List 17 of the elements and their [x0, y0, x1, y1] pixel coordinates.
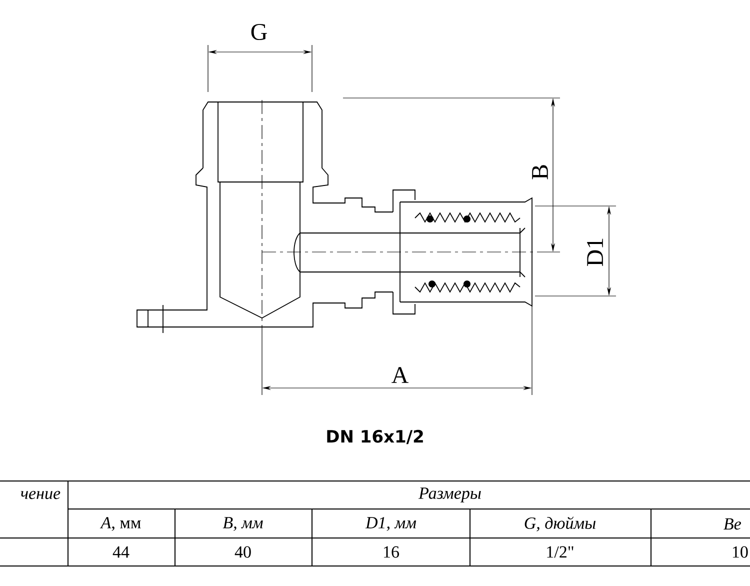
table-header-cell: Размеры: [418, 488, 481, 502]
size-label: DN 16x1/2: [327, 430, 423, 444]
table-header-cell: B, мм: [222, 517, 263, 531]
table-header-cell: чение: [20, 490, 60, 500]
dimension-label: A: [392, 367, 408, 383]
table-cell: 10: [732, 546, 748, 558]
table-cell: A, мм: [100, 517, 141, 531]
table-cell: 1/2": [547, 546, 574, 558]
table-header-cell: D1, мм: [365, 517, 416, 531]
dimension-label: G: [251, 24, 267, 40]
table-header-cell: Ве: [724, 518, 741, 530]
table-cell: 44: [112, 546, 130, 558]
table-header-cell: G, дюймы: [524, 516, 596, 532]
dimension-label: B: [532, 165, 548, 180]
table-cell: 16: [384, 546, 399, 558]
table-cell: 40: [234, 546, 251, 558]
dimension-label: D1: [587, 238, 603, 266]
